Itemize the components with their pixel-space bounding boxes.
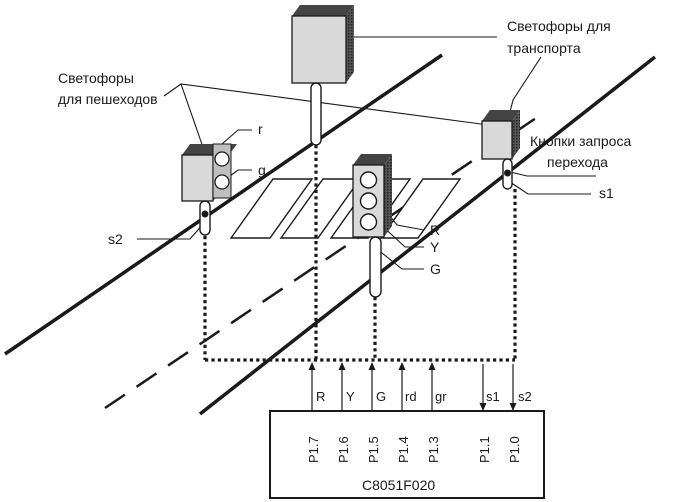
veh-yellow-lamp — [359, 192, 378, 210]
crosswalk-stripe — [379, 178, 462, 239]
label-veh-green: G — [430, 261, 441, 277]
callout-ped-lights-line1: Светофоры — [58, 70, 134, 86]
label-s1: s1 — [599, 185, 614, 201]
callout-vehicle-lights-line1: Светофоры для — [507, 18, 611, 34]
pedestrian-light-left — [181, 143, 237, 236]
pin-label: P1.1 — [477, 436, 492, 463]
label-s2: s2 — [108, 231, 123, 247]
veh-red-lamp — [359, 171, 378, 189]
bus-signal-labels: R Y G rd gr s1 s2 — [316, 389, 532, 404]
callout-buttons-line2: перехода — [547, 154, 608, 170]
label-ped-green: g — [258, 162, 266, 178]
road-edge-near — [4, 53, 443, 356]
ped-red-lamp — [214, 151, 230, 167]
pin-label: P1.3 — [426, 436, 441, 463]
label-veh-red: R — [430, 222, 440, 238]
bus-arrow-s1 — [479, 403, 487, 411]
ped-green-lamp — [214, 174, 230, 190]
bus-lines — [308, 362, 517, 411]
pin-label: P1.0 — [507, 436, 522, 463]
pin-label: P1.4 — [396, 436, 411, 463]
callout-vehicle-lights-line2: транспорта — [507, 40, 581, 56]
controller-box — [269, 410, 545, 499]
vehicle-light-top — [291, 5, 354, 146]
bus-label-s2: s2 — [518, 389, 532, 404]
road-edge-far — [198, 55, 657, 416]
bus-arrow-G — [368, 362, 376, 370]
bus-arrow-s2 — [509, 403, 517, 411]
road-center-dashed — [104, 110, 546, 410]
road-lines — [4, 53, 657, 416]
crosswalk — [229, 178, 462, 239]
pin-label: P1.7 — [306, 436, 321, 463]
crosswalk-stripe — [229, 178, 314, 239]
signal-wiring — [203, 145, 517, 362]
label-veh-yellow: Y — [430, 239, 440, 255]
label-ped-red: r — [258, 121, 263, 137]
veh-green-lamp — [359, 213, 378, 231]
bus-label-R: R — [316, 389, 325, 404]
controller-name: C8051F020 — [362, 477, 435, 493]
bus-label-rd: rd — [405, 389, 417, 404]
pedestrian-light-right — [481, 110, 520, 190]
request-button-s1 — [504, 169, 511, 177]
bus-arrow-gr — [428, 362, 436, 370]
bus-arrow-R — [308, 362, 316, 370]
pin-label: P1.6 — [336, 436, 351, 463]
callout-buttons-line1: Кнопки запроса — [530, 133, 631, 149]
bus-arrow-Y — [338, 362, 346, 370]
bus-label-Y: Y — [346, 389, 355, 404]
request-button-s2 — [201, 210, 209, 218]
callout-ped-lights-line2: для пешеходов — [58, 91, 158, 107]
pin-label: P1.5 — [366, 436, 381, 463]
bus-arrow-rd — [398, 362, 406, 370]
vehicle-light-middle — [352, 154, 392, 298]
bus-label-G: G — [376, 389, 386, 404]
bus-label-s1: s1 — [486, 389, 500, 404]
controller-pins: P1.7 P1.6 P1.5 P1.4 P1.3 P1.1 P1.0 — [306, 436, 522, 463]
bus-label-gr: gr — [435, 389, 447, 404]
